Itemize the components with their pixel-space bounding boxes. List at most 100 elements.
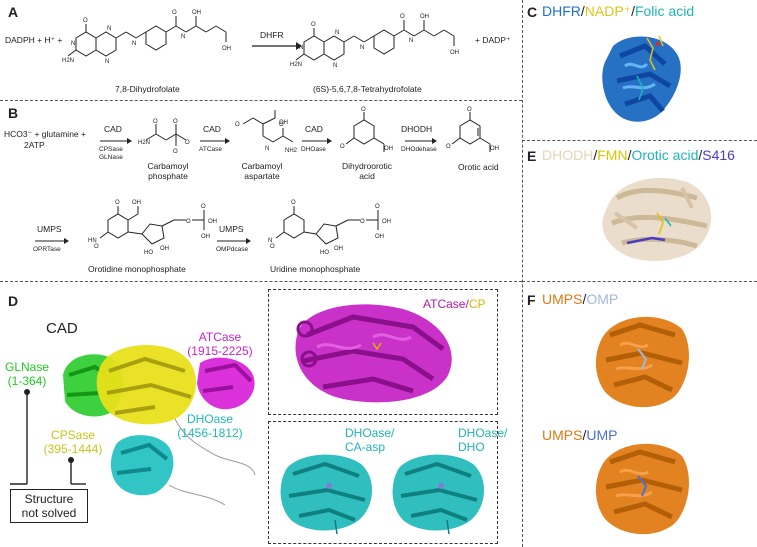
svg-text:N: N bbox=[360, 45, 364, 51]
divider-ef bbox=[522, 281, 757, 282]
svg-text:NH2: NH2 bbox=[285, 148, 298, 154]
divider-ce bbox=[522, 140, 757, 141]
dhoase-inset-box bbox=[268, 421, 498, 544]
divider-vertical bbox=[522, 0, 523, 547]
svg-text:O: O bbox=[201, 204, 206, 210]
callout-connectors bbox=[10, 389, 86, 485]
svg-text:OH: OH bbox=[384, 146, 393, 152]
orotic-acid-label: Orotic acid bbox=[458, 162, 499, 172]
svg-text:N: N bbox=[265, 146, 269, 152]
svg-text:O: O bbox=[311, 22, 316, 28]
svg-text:N: N bbox=[409, 38, 413, 44]
svg-text:O: O bbox=[279, 122, 284, 128]
svg-text:H2N: H2N bbox=[290, 62, 302, 68]
panel-a-reactants: DADPH + H⁺ + bbox=[5, 35, 63, 45]
svg-text:OH: OH bbox=[192, 10, 201, 16]
svg-text:H2N: H2N bbox=[62, 58, 74, 64]
svg-text:O: O bbox=[185, 140, 190, 146]
panel-b-start-line1: HCO3⁻ + glutamine + bbox=[4, 129, 86, 139]
panel-f-title2: UMPS/UMP bbox=[542, 427, 617, 443]
step1-sub1: CPSase bbox=[99, 146, 123, 153]
glnase-name: GLNase bbox=[4, 360, 50, 374]
e-title-orotic: Orotic acid bbox=[631, 147, 699, 163]
step-arrow-6 bbox=[217, 238, 251, 244]
orotic-acid-structure: O O OH bbox=[446, 107, 499, 152]
c-title-sep2: / bbox=[631, 3, 635, 19]
svg-text:OH: OH bbox=[490, 146, 499, 152]
svg-text:O: O bbox=[186, 219, 191, 225]
svg-text:N: N bbox=[333, 63, 337, 69]
panel-b-label: B bbox=[8, 105, 19, 121]
svg-text:O: O bbox=[291, 200, 296, 206]
atcase-name: ATCase bbox=[198, 330, 242, 344]
inset-cp: CP bbox=[468, 297, 486, 311]
dhoase-name: DHOase bbox=[186, 412, 233, 426]
step-arrow-3 bbox=[302, 138, 332, 144]
atcase-inset-title: ATCase/CP bbox=[423, 297, 485, 311]
step5-sub: OPRTase bbox=[33, 246, 61, 253]
svg-text:O: O bbox=[467, 107, 472, 113]
svg-text:O: O bbox=[446, 144, 451, 150]
compound-carbamoyl-aspartate: Carbamoyl aspartate bbox=[241, 161, 283, 181]
svg-text:OH: OH bbox=[222, 46, 231, 52]
c-title-sep1: / bbox=[580, 3, 585, 19]
dhoase-dho-structure bbox=[392, 454, 485, 535]
svg-text:O: O bbox=[83, 18, 88, 24]
dho-line2: DHO bbox=[458, 439, 485, 454]
inset-atcase: ATCase bbox=[423, 297, 466, 311]
domain-cpsase-label: CPSase (395-1444) bbox=[42, 428, 104, 457]
step6-enzyme: UMPS bbox=[219, 224, 244, 234]
e-title-sep3: / bbox=[698, 147, 703, 163]
cpsase-name: CPSase bbox=[50, 428, 96, 442]
panel-a-products-extra: + DADP⁺ bbox=[475, 35, 511, 45]
svg-text:O: O bbox=[115, 200, 120, 206]
panel-b-start-line2: 2ATP bbox=[24, 140, 45, 150]
dhfr-arrow bbox=[252, 42, 302, 50]
svg-text:O: O bbox=[94, 244, 99, 250]
domain-glnase-label: GLNase (1-364) bbox=[4, 360, 50, 389]
step6-sub: OMPdcase bbox=[216, 246, 249, 253]
atcase-inset-box bbox=[268, 289, 498, 415]
step1-enzyme: CAD bbox=[104, 124, 122, 134]
step3-sub1: DHOase bbox=[301, 146, 326, 153]
carbamoyl-phosphate-label: Carbamoyl phosphate bbox=[138, 161, 198, 182]
svg-text:OH: OH bbox=[132, 200, 141, 206]
inset-atcase-sep: / bbox=[465, 297, 469, 311]
panel-f-label: F bbox=[527, 292, 536, 308]
dhodh-protein-structure bbox=[602, 177, 712, 262]
svg-text:OH: OH bbox=[375, 234, 384, 240]
panel-d-label: D bbox=[8, 293, 19, 309]
structure-not-solved-box: Structure not solved bbox=[10, 489, 88, 523]
step-arrow-4 bbox=[405, 138, 437, 144]
panel-e-label: E bbox=[527, 148, 537, 164]
cpsase-range: (395-1444) bbox=[43, 441, 103, 456]
panel-e-title: DHODH/FMN/Orotic acid/S416 bbox=[542, 147, 735, 163]
e-title-dhodh: DHODH bbox=[542, 147, 594, 163]
svg-text:N: N bbox=[132, 41, 136, 47]
caasp-line2: CA-asp bbox=[345, 439, 386, 454]
e-title-sep1: / bbox=[593, 147, 598, 163]
e-title-s416: S416 bbox=[702, 147, 735, 163]
svg-text:HN: HN bbox=[88, 238, 97, 244]
f-title1-umps: UMPS bbox=[542, 291, 583, 307]
orotidine-monophosphate-label: Orotidine monophosphate bbox=[88, 264, 186, 274]
svg-text:N: N bbox=[105, 59, 109, 65]
svg-text:HO: HO bbox=[320, 250, 329, 256]
uridine-monophosphate-label: Uridine monophosphate bbox=[270, 264, 361, 274]
dihydrofolate-label: 7,8-Dihydrofolate bbox=[115, 84, 180, 94]
divider-bd bbox=[0, 281, 522, 282]
atcase-cp-structure bbox=[295, 304, 452, 403]
svg-text:O: O bbox=[235, 122, 240, 128]
step5-enzyme: UMPS bbox=[37, 224, 62, 234]
svg-text:O: O bbox=[173, 149, 178, 155]
step4-enzyme: DHODH bbox=[401, 124, 433, 134]
f-title2-umps: UMPS bbox=[542, 427, 583, 443]
panel-f-title1: UMPS/OMP bbox=[542, 291, 618, 307]
step2-sub1: ATCase bbox=[199, 146, 222, 153]
